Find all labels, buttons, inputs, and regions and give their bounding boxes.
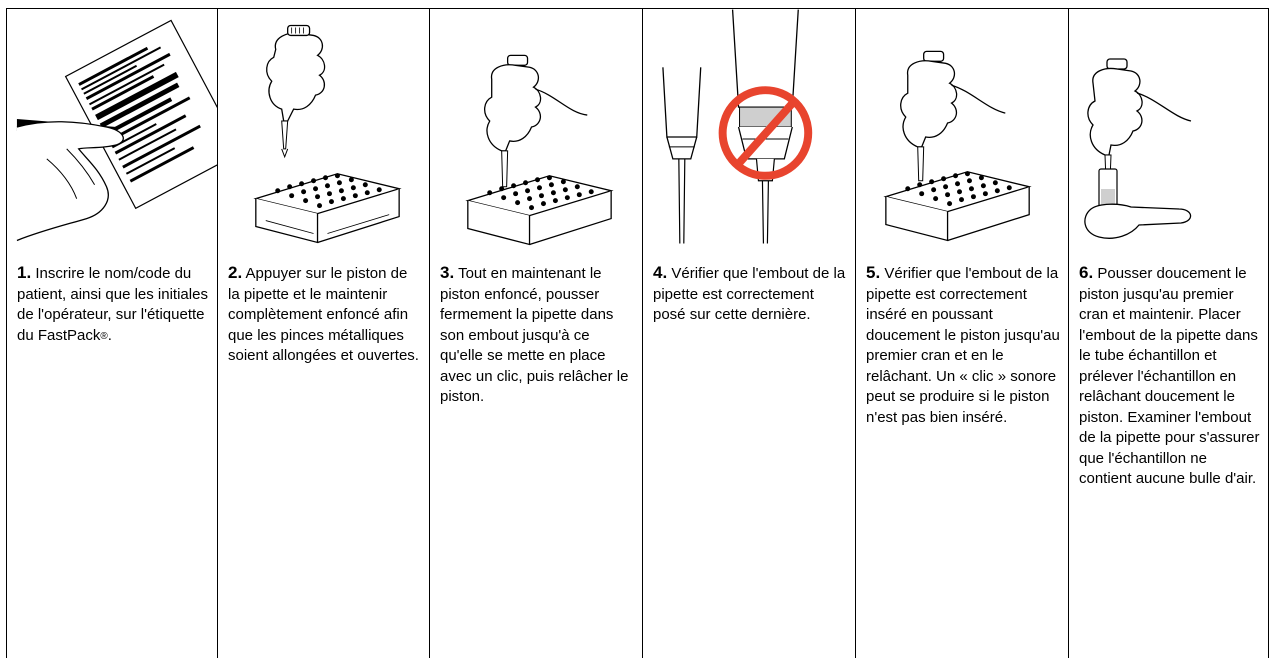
step-6-text: 6. Pousser doucement le piston jusqu'au …	[1079, 263, 1261, 490]
step-number: 5.	[866, 263, 881, 282]
step-4-cell: 4. Vérifier que l'embout de la pipette e…	[643, 9, 856, 658]
step-description-tail: .	[107, 326, 112, 344]
step-2-text: 2. Appuyer sur le piston de la pipette e…	[228, 263, 423, 367]
step-number: 2.	[228, 263, 243, 282]
step-3-text: 3. Tout en maintenant le piston enfoncé,…	[440, 263, 636, 408]
step-1-cell: 1. Inscrire le nom/code du patient, ains…	[7, 9, 218, 658]
step-number: 1.	[17, 263, 32, 282]
step-4-text: 4. Vérifier que l'embout de la pipette e…	[653, 263, 849, 326]
step-description: Pousser doucement le piston jusqu'au pre…	[1079, 265, 1260, 487]
registered-mark: ®	[100, 330, 108, 342]
step-number: 3.	[440, 263, 455, 282]
step-description: Vérifier que l'embout de la pipette est …	[653, 265, 846, 323]
pipette-tip-release-icon	[856, 9, 1068, 249]
step-5-text: 5. Vérifier que l'embout de la pipette e…	[866, 263, 1062, 428]
tip-fit-check-icon	[643, 9, 855, 249]
step-description: Vérifier que l'embout de la pipette est …	[866, 265, 1060, 426]
step-2-cell: 2. Appuyer sur le piston de la pipette e…	[218, 9, 430, 658]
hand-writing-label-icon	[7, 9, 217, 249]
hand-pressing-pipette-icon	[218, 9, 429, 249]
step-description: Appuyer sur le piston de la pipette et l…	[228, 265, 419, 364]
pipette-into-tip-rack-icon	[430, 9, 642, 249]
step-description: Inscrire le nom/code du patient, ainsi q…	[17, 265, 208, 344]
pipette-in-sample-tube-icon	[1069, 9, 1267, 249]
step-1-text: 1. Inscrire le nom/code du patient, ains…	[17, 263, 211, 347]
step-3-cell: 3. Tout en maintenant le piston enfoncé,…	[430, 9, 643, 658]
step-description: Tout en maintenant le piston enfoncé, po…	[440, 265, 629, 405]
step-number: 4.	[653, 263, 668, 282]
steps-table: 1. Inscrire le nom/code du patient, ains…	[6, 8, 1269, 658]
step-6-cell: 6. Pousser doucement le piston jusqu'au …	[1069, 9, 1267, 658]
step-5-cell: 5. Vérifier que l'embout de la pipette e…	[856, 9, 1069, 658]
step-number: 6.	[1079, 263, 1094, 282]
